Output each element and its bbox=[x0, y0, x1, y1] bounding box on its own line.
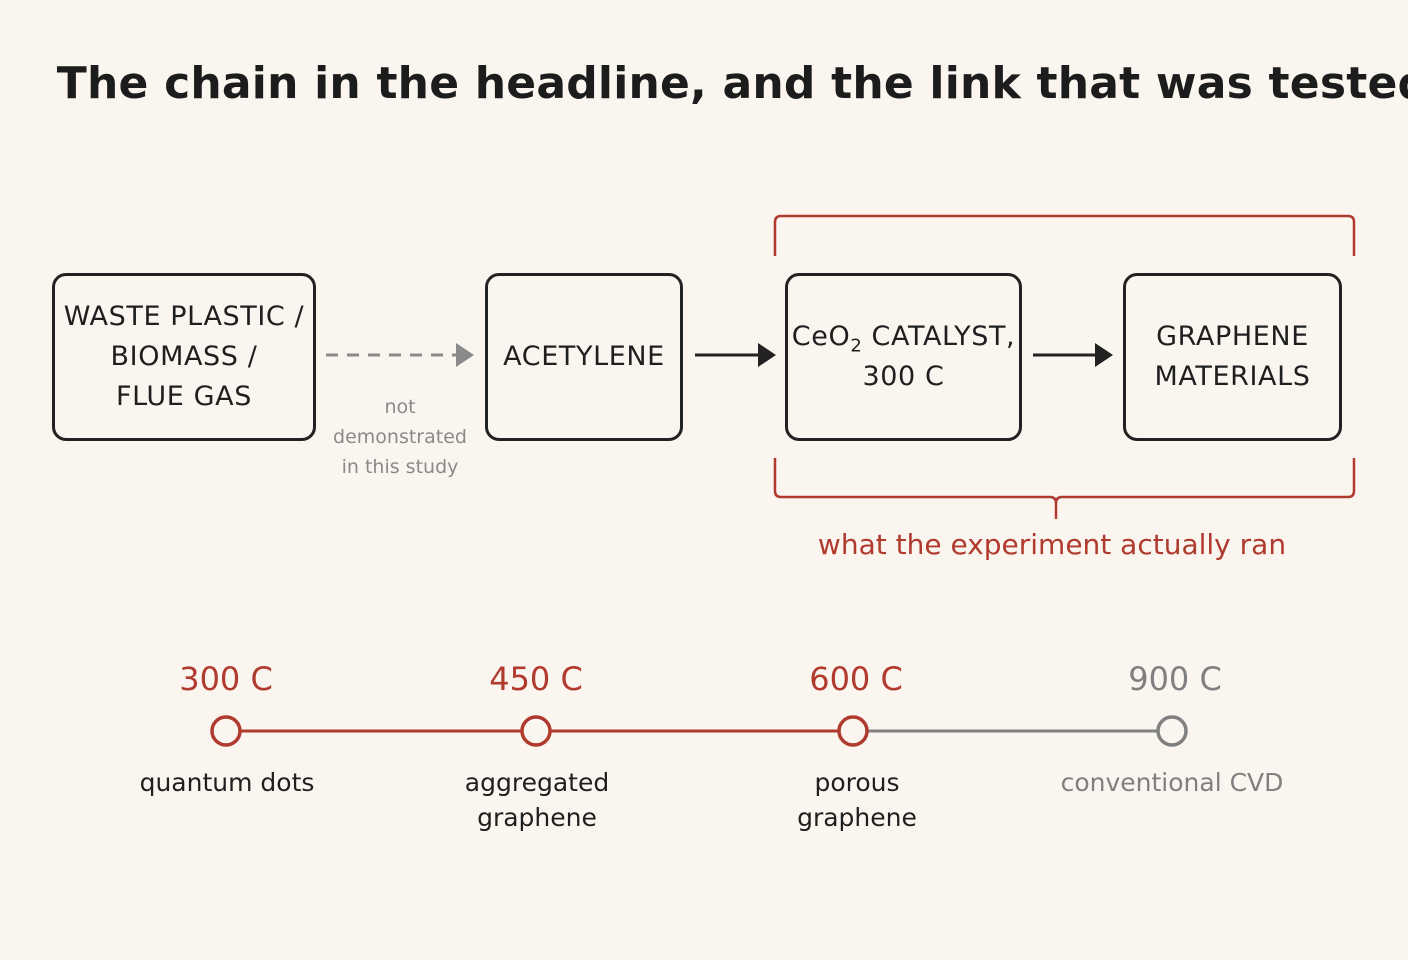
arrow-acetylene-to-catalyst bbox=[695, 343, 776, 367]
temp-label-450: 450 C bbox=[489, 660, 583, 698]
temperature-timeline bbox=[210, 715, 1188, 747]
top-bracket bbox=[773, 214, 1356, 256]
stage-label-porous-graphene: porous graphene bbox=[797, 768, 917, 832]
arrow-catalyst-to-graphene bbox=[1033, 343, 1113, 367]
graphene-materials-box: GRAPHENE MATERIALS bbox=[1123, 273, 1342, 441]
temp-label-600: 600 C bbox=[809, 660, 903, 698]
timeline-node-600 bbox=[837, 715, 869, 747]
timeline-node-450 bbox=[520, 715, 552, 747]
temp-label-900: 900 C bbox=[1128, 660, 1222, 698]
timeline-node-300 bbox=[210, 715, 242, 747]
acetylene-label: ACETYLENE bbox=[503, 341, 665, 372]
catalyst-box: CeO2 CATALYST, 300 C bbox=[785, 273, 1022, 441]
stage-label-aggregated-graphene: aggregated graphene bbox=[464, 768, 610, 832]
stage-label-conventional-cvd: conventional CVD bbox=[1060, 768, 1284, 797]
bracket-label: what the experiment actually ran bbox=[817, 528, 1287, 561]
diagram-title: The chain in the headline, and the link … bbox=[56, 58, 1408, 109]
timeline-node-900 bbox=[1156, 715, 1188, 747]
temp-label-300: 300 C bbox=[179, 660, 273, 698]
source-feedstock-box: WASTE PLASTIC / BIOMASS / FLUE GAS bbox=[52, 273, 316, 441]
untested-link-note: not demonstrated in this study bbox=[333, 396, 467, 478]
stage-label-quantum-dots: quantum dots bbox=[139, 768, 315, 797]
bottom-bracket bbox=[773, 458, 1356, 519]
source-feedstock-label: WASTE PLASTIC / BIOMASS / FLUE GAS bbox=[63, 301, 305, 412]
untested-arrow bbox=[326, 343, 474, 367]
catalyst-temperature: 300 C bbox=[862, 361, 945, 392]
graphene-materials-label: GRAPHENE MATERIALS bbox=[1154, 321, 1311, 392]
acetylene-box: ACETYLENE bbox=[485, 273, 683, 441]
catalyst-label: CeO2 CATALYST, 300 C bbox=[792, 317, 1015, 397]
